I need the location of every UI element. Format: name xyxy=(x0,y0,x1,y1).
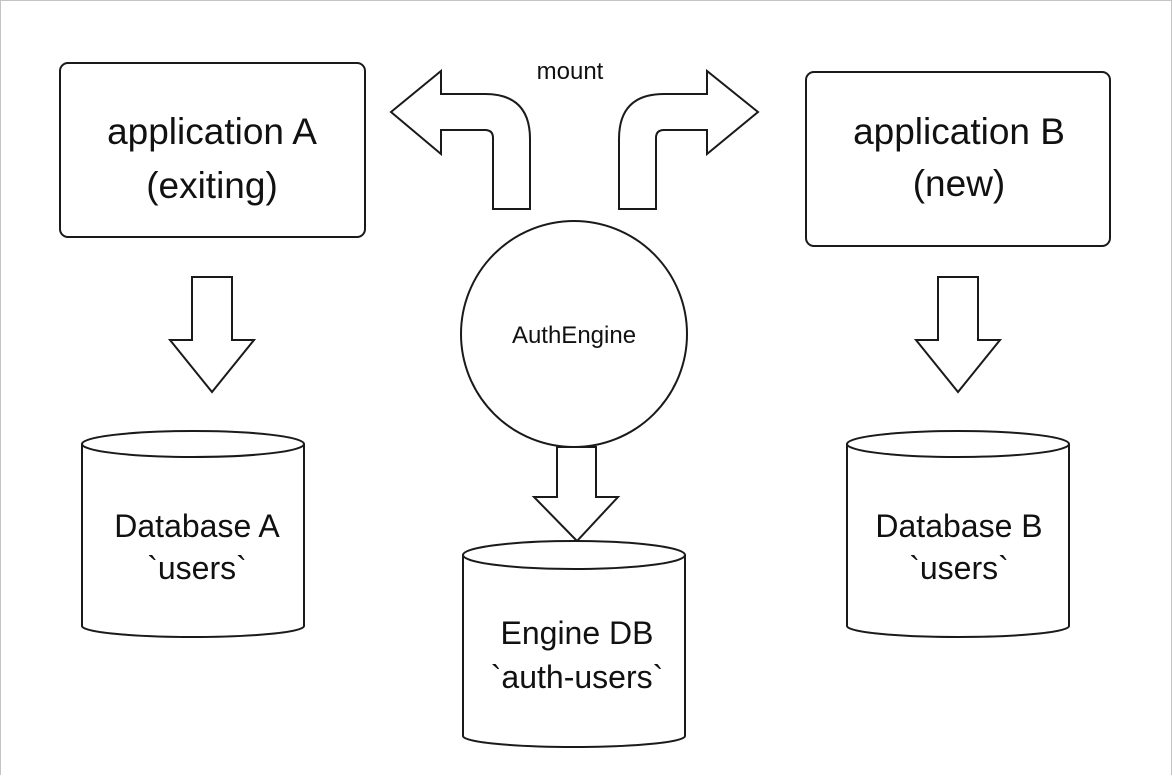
database-b-node: Database B `users` xyxy=(846,430,1070,638)
auth-engine-label: AuthEngine xyxy=(512,322,636,349)
engine-db-title: Engine DB xyxy=(501,615,654,651)
database-a-table: `users` xyxy=(147,550,247,586)
database-a-node: Database A `users` xyxy=(81,430,305,638)
application-b-node: application B (new) xyxy=(805,71,1111,247)
application-a-subtitle: (exiting) xyxy=(146,165,278,206)
database-a-title: Database A xyxy=(114,508,280,544)
database-b-table: `users` xyxy=(909,550,1009,586)
mount-arrow-to-b xyxy=(618,68,760,210)
application-a-title: application A xyxy=(107,111,317,152)
arrow-app-a-to-db-a xyxy=(167,276,257,394)
arrow-app-b-to-db-b xyxy=(913,276,1003,394)
auth-engine-node: AuthEngine xyxy=(460,220,688,448)
application-b-subtitle: (new) xyxy=(913,163,1006,204)
database-b-title: Database B xyxy=(875,508,1042,544)
application-a-node: application A (exiting) xyxy=(59,62,366,238)
application-b-title: application B xyxy=(853,111,1065,152)
engine-db-node: Engine DB `auth-users` xyxy=(462,540,686,748)
engine-db-table: `auth-users` xyxy=(491,659,664,695)
arrow-engine-to-engine-db xyxy=(531,446,621,543)
mount-label: mount xyxy=(537,58,604,85)
mount-arrow-to-a xyxy=(389,68,531,210)
